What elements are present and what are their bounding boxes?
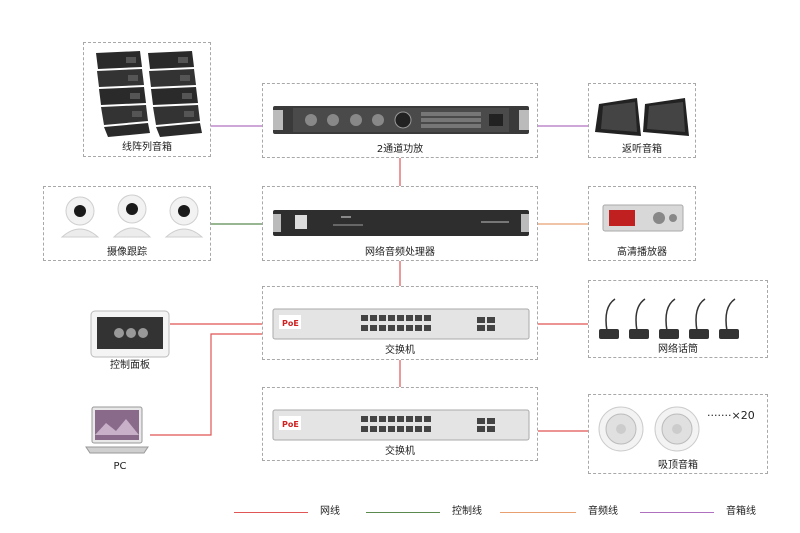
monitor-speaker-icon: [595, 98, 689, 136]
camera-box: 摄像跟踪: [43, 186, 211, 261]
switch2-icon: [272, 409, 530, 441]
legend-network-label: 网线: [320, 506, 340, 517]
player-box: 高清播放器: [588, 186, 696, 261]
line-array-label: 线阵列音箱: [122, 142, 172, 153]
hd-player-icon: [602, 204, 684, 232]
processor-box: 网络音频处理器: [262, 186, 538, 261]
ceiling-label: 吸顶音箱: [658, 460, 698, 471]
processor-label: 网络音频处理器: [365, 247, 435, 258]
legend-speaker-line: [640, 512, 714, 513]
control-panel-icon: [90, 310, 170, 358]
legend-control-label: 控制线: [452, 506, 482, 517]
camera-icon: [60, 194, 204, 238]
line-array-speaker-icon: [96, 51, 202, 137]
amplifier-box: 2通道功放: [262, 83, 538, 158]
ceiling-count: ·······×20: [707, 409, 755, 422]
switch1-icon: [272, 308, 530, 340]
legend-audio-line: [500, 512, 576, 513]
switch2-poe-label: PoE: [282, 420, 299, 429]
player-label: 高清播放器: [617, 247, 667, 258]
switch1-label: 交换机: [385, 345, 415, 356]
legend-network-line: [234, 512, 308, 513]
ceiling-speaker-icon: [598, 406, 700, 452]
switch1-poe-label: PoE: [282, 319, 299, 328]
processor-icon: [273, 210, 529, 236]
ceiling-box: ·······×20 吸顶音箱: [588, 394, 768, 474]
pc-label: PC: [113, 461, 127, 472]
legend-control-line: [366, 512, 440, 513]
legend-speaker-label: 音箱线: [726, 506, 756, 517]
mics-label: 网络话筒: [658, 344, 698, 355]
laptop-icon: [85, 406, 149, 454]
switch1-box: PoE 交换机: [262, 286, 538, 360]
camera-label: 摄像跟踪: [107, 247, 147, 258]
line-array-box: 线阵列音箱: [83, 42, 211, 157]
network-mic-icon: [599, 298, 739, 339]
panel-label: 控制面板: [110, 360, 150, 371]
monitor-label: 返听音箱: [622, 144, 662, 155]
legend-audio-label: 音频线: [588, 506, 618, 517]
monitor-box: 返听音箱: [588, 83, 696, 158]
network-line-pc: [150, 333, 262, 436]
amplifier-label: 2通道功放: [376, 144, 424, 155]
mics-box: 网络话筒: [588, 280, 768, 358]
switch2-box: PoE 交换机: [262, 387, 538, 461]
amplifier-icon: [273, 106, 529, 134]
switch2-label: 交换机: [385, 446, 415, 457]
